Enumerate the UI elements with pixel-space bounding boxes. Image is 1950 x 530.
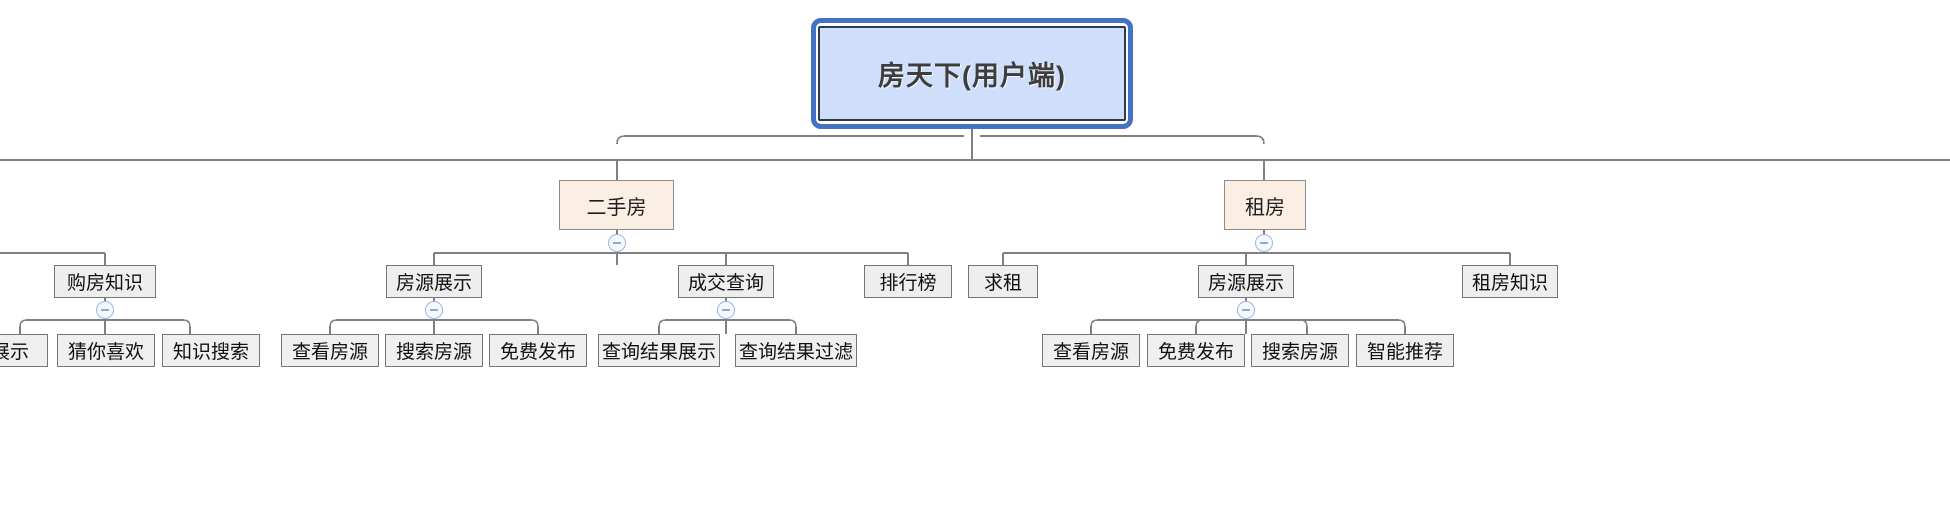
node-goufang-zhishi[interactable]: 购房知识 <box>54 265 156 298</box>
collapse-minus-icon-fangyuan-zhanshi-ershoufang[interactable] <box>425 301 443 319</box>
node-chengjiao-chaxun[interactable]: 成交查询 <box>678 265 774 298</box>
node-mianfei-fabu-ershoufang[interactable]: 免费发布 <box>489 334 587 367</box>
node-zufang[interactable]: 租房 <box>1224 180 1306 230</box>
node-fangyuan-zhanshi-ershoufang[interactable]: 房源展示 <box>386 265 482 298</box>
collapse-minus-icon-goufang-zhishi[interactable] <box>96 301 114 319</box>
node-sousuo-fangyuan-ershoufang[interactable]: 搜索房源 <box>385 334 483 367</box>
node-chakan-fangyuan-ershoufang[interactable]: 查看房源 <box>281 334 379 367</box>
collapse-minus-icon-chengjiao-chaxun[interactable] <box>717 301 735 319</box>
node-chakan-fangyuan-zufang[interactable]: 查看房源 <box>1042 334 1140 367</box>
node-zhanshi-clipped[interactable]: 展示 <box>0 334 48 367</box>
node-qiuzu[interactable]: 求租 <box>968 265 1038 298</box>
node-chaxun-jieguo-guolv[interactable]: 查询结果过滤 <box>735 334 857 367</box>
collapse-minus-icon-zufang[interactable] <box>1255 234 1273 252</box>
node-sousuo-fangyuan-zufang[interactable]: 搜索房源 <box>1251 334 1349 367</box>
collapse-minus-icon-fangyuan-zhanshi-zufang[interactable] <box>1237 301 1255 319</box>
node-fangyuan-zhanshi-zufang[interactable]: 房源展示 <box>1198 265 1294 298</box>
root-node[interactable]: 房天下(用户端) <box>818 26 1126 121</box>
node-zufang-zhishi[interactable]: 租房知识 <box>1462 265 1558 298</box>
node-chaxun-jieguo-zhanshi[interactable]: 查询结果展示 <box>598 334 720 367</box>
node-zhishi-sousuo[interactable]: 知识搜索 <box>162 334 260 367</box>
node-caini-xihuan[interactable]: 猜你喜欢 <box>57 334 155 367</box>
collapse-minus-icon-ershoufang[interactable] <box>608 234 626 252</box>
node-mianfei-fabu-zufang[interactable]: 免费发布 <box>1147 334 1245 367</box>
node-zhineng-tuijian[interactable]: 智能推荐 <box>1356 334 1454 367</box>
node-ershoufang[interactable]: 二手房 <box>559 180 674 230</box>
node-paihangbang[interactable]: 排行榜 <box>864 265 952 298</box>
